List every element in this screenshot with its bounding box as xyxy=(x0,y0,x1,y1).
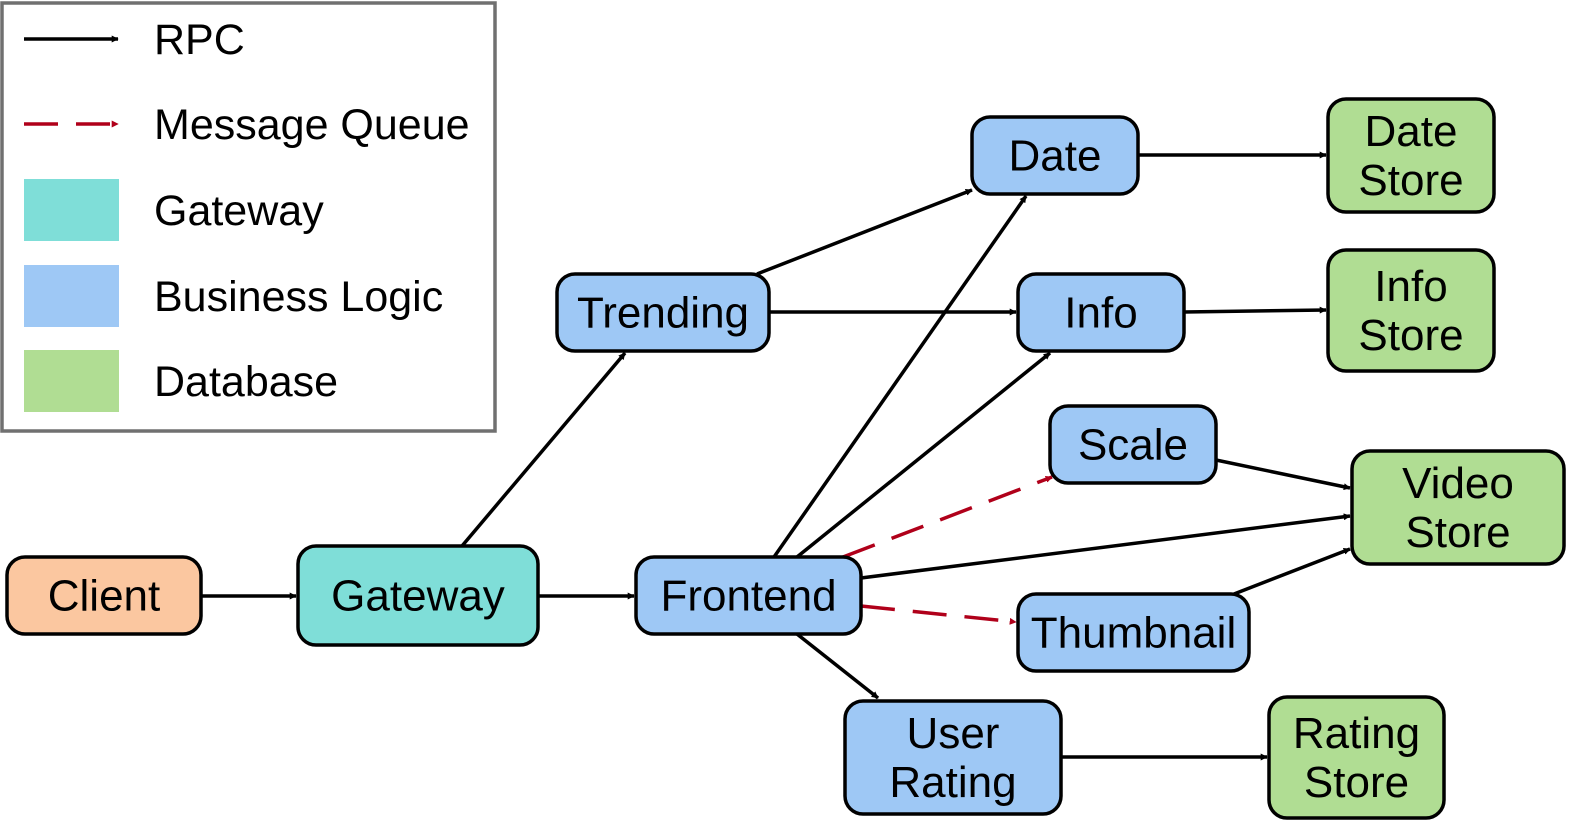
rating-store-box xyxy=(1267,695,1446,820)
edges xyxy=(201,151,1351,761)
trending-node: Trending xyxy=(555,272,771,353)
trending-label: Trending xyxy=(577,289,749,338)
info-store-label: Info xyxy=(1374,262,1447,311)
edge-frontend-to-date xyxy=(772,194,1028,559)
video-store-box xyxy=(1350,449,1566,566)
edge-frontend-to-user-rating xyxy=(795,632,880,700)
thumbnail-label: Thumbnail xyxy=(1031,609,1236,658)
legend-gateway-entry: Gateway xyxy=(24,179,324,241)
legend-gateway-swatch xyxy=(24,179,119,241)
user-rating-label: Rating xyxy=(889,758,1016,807)
rating-store-label: Store xyxy=(1304,758,1409,807)
date-store-box xyxy=(1326,97,1496,214)
legend-mq-label: Message Queue xyxy=(154,101,470,149)
date-label: Date xyxy=(1009,132,1102,181)
rating-store-label: Rating xyxy=(1293,709,1420,758)
legend-mq-entry: Message Queue xyxy=(24,101,470,149)
legend-rpc-entry: RPC xyxy=(24,16,245,64)
frontend-label: Frontend xyxy=(660,572,836,621)
info-store-label: Store xyxy=(1358,311,1463,360)
legend-database-swatch xyxy=(24,350,119,412)
edge-trending-to-date xyxy=(756,188,973,276)
thumbnail-box xyxy=(1016,592,1251,673)
legend-database-label: Database xyxy=(154,358,338,406)
trending-box xyxy=(555,272,771,353)
edge-gateway-to-trending xyxy=(460,351,627,548)
info-store-box xyxy=(1326,248,1496,373)
scale-node: Scale xyxy=(1048,404,1218,485)
edge-info-to-info-store xyxy=(1183,306,1327,314)
gateway-node: Gateway xyxy=(296,544,540,647)
client-box xyxy=(5,555,203,636)
edge-scale-to-video-store xyxy=(1215,458,1351,491)
frontend-node: Frontend xyxy=(634,555,863,636)
user-rating-box xyxy=(843,699,1063,816)
edge-thumbnail-to-video-store xyxy=(1233,547,1351,596)
user-rating-label: User xyxy=(907,709,1000,758)
legend-database-entry: Database xyxy=(24,350,338,412)
video-store-label: Store xyxy=(1405,508,1510,557)
gateway-label: Gateway xyxy=(331,572,505,621)
thumbnail-node: Thumbnail xyxy=(1016,592,1251,673)
edge-frontend-to-scale xyxy=(842,475,1053,559)
date-node: Date xyxy=(970,115,1140,196)
gateway-box xyxy=(296,544,540,647)
date-box xyxy=(970,115,1140,196)
edge-frontend-to-video-store xyxy=(860,513,1351,580)
edge-frontend-to-thumbnail xyxy=(860,604,1017,625)
info-node: Info xyxy=(1016,272,1186,353)
video-store-label: Video xyxy=(1402,459,1514,508)
legend-gateway-label: Gateway xyxy=(154,187,324,235)
frontend-box xyxy=(634,555,863,636)
info-box xyxy=(1016,272,1186,353)
client-node: Client xyxy=(5,555,203,636)
info-label: Info xyxy=(1064,289,1137,338)
date-store-label: Store xyxy=(1358,156,1463,205)
legend-business-label: Business Logic xyxy=(154,273,443,321)
legend: RPC Message Queue Gateway Business Logic… xyxy=(0,1,497,433)
scale-label: Scale xyxy=(1078,421,1188,470)
edge-frontend-to-info xyxy=(795,351,1052,559)
legend-rpc-label: RPC xyxy=(154,16,245,64)
date-store-label: Date xyxy=(1365,107,1458,156)
client-label: Client xyxy=(48,572,161,621)
scale-box xyxy=(1048,404,1218,485)
nodes: Client Gateway Frontend Trending Date In… xyxy=(5,97,1566,820)
legend-business-entry: Business Logic xyxy=(24,265,443,327)
legend-business-swatch xyxy=(24,265,119,327)
